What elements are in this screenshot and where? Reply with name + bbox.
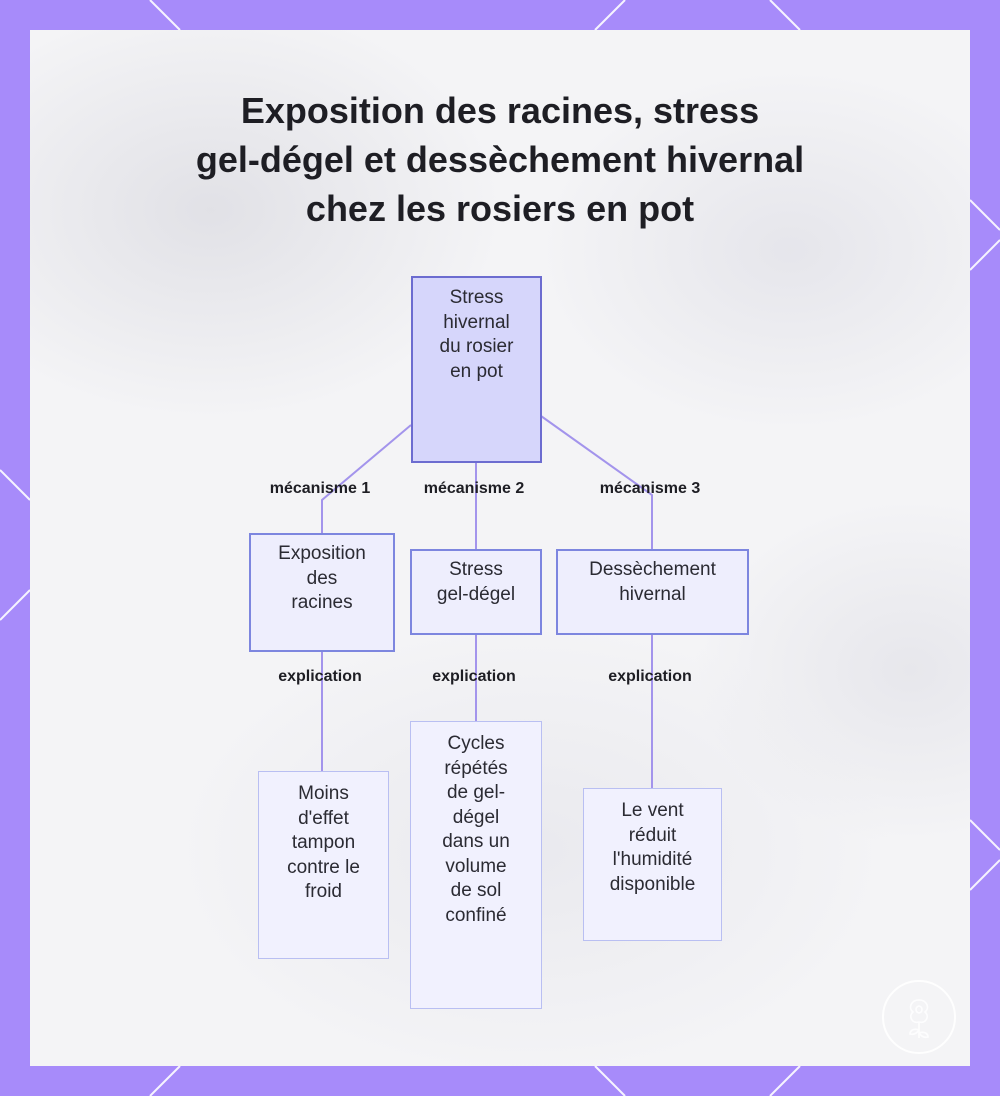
edge-root-m1 (321, 424, 412, 533)
edge-label-mecanisme-1: mécanisme 1 (269, 480, 371, 497)
title-line-3: chez les rosiers en pot (305, 188, 695, 229)
node-root-stress-hivernal: Stress hivernal du rosier en pot (411, 276, 542, 463)
edge-label-explication-1: explication (278, 668, 362, 685)
page-title: Exposition des racines, stress gel-dégel… (30, 86, 970, 233)
edge-label-explication-2: explication (432, 668, 516, 685)
edge-label-explication-3: explication (608, 668, 692, 685)
node-dessechement-hivernal: Dessèchement hivernal (556, 549, 749, 635)
node-cycles-gel-degel: Cycles répétés de gel- dégel dans un vol… (410, 721, 542, 1009)
rose-logo-icon (882, 980, 956, 1054)
node-stress-gel-degel: Stress gel-dégel (410, 549, 542, 635)
node-vent-humidite: Le vent réduit l'humidité disponible (583, 788, 722, 941)
node-moins-effet-tampon: Moins d'effet tampon contre le froid (258, 771, 389, 959)
edge-label-mecanisme-2: mécanisme 2 (423, 480, 525, 497)
node-exposition-racines: Exposition des racines (249, 533, 395, 652)
edge-label-mecanisme-3: mécanisme 3 (599, 480, 701, 497)
title-line-2: gel-dégel et dessèchement hivernal (195, 139, 805, 180)
title-line-1: Exposition des racines, stress (240, 90, 760, 131)
edge-root-m3 (540, 415, 653, 549)
